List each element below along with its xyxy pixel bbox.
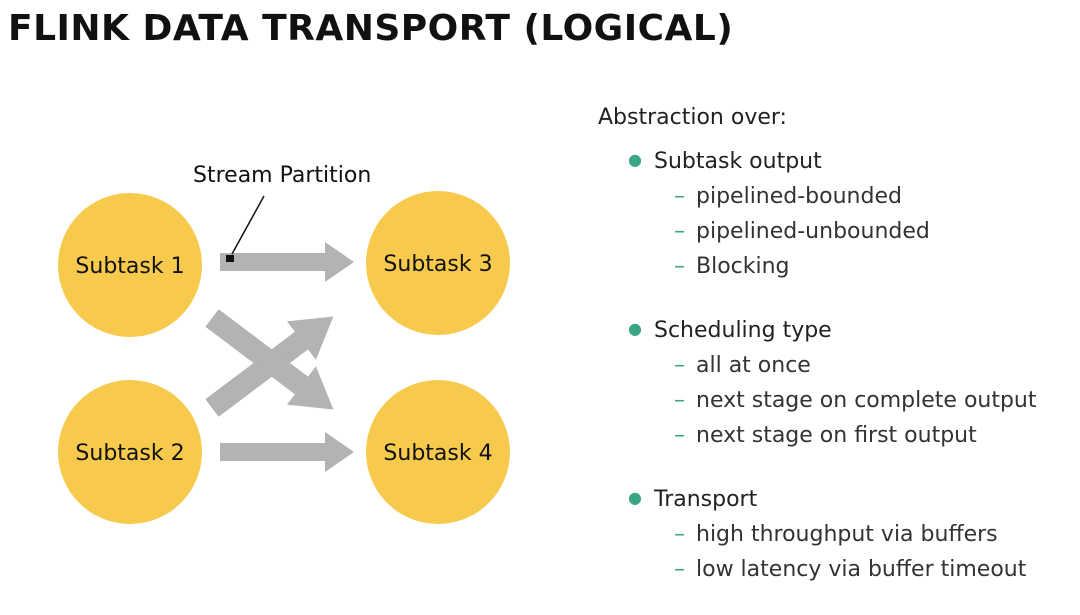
data-transport-diagram: Subtask 1 Subtask 2 Subtask 3 Subtask 4 …: [58, 163, 510, 524]
arrow-subtask2-to-subtask4: [220, 432, 354, 472]
node-subtask-1: Subtask 1: [58, 193, 202, 337]
node-subtask-2: Subtask 2: [58, 380, 202, 524]
list-item: –pipelined-bounded: [674, 179, 1076, 214]
dash-icon: –: [674, 388, 685, 413]
list-item-text: pipelined-unbounded: [696, 219, 930, 244]
section-title: Subtask output: [654, 149, 822, 174]
arrow-subtask1-to-subtask3: [220, 242, 354, 282]
node-label: Subtask 1: [75, 254, 184, 279]
list-item: –next stage on complete output: [674, 383, 1076, 418]
dash-icon: –: [674, 423, 685, 448]
abstraction-panel: Abstraction over: ●Subtask output –pipel…: [598, 103, 1076, 615]
list-item: –next stage on first output: [674, 418, 1076, 453]
list-item-text: next stage on first output: [696, 423, 977, 448]
dash-icon: –: [674, 557, 685, 582]
dash-icon: –: [674, 522, 685, 547]
node-subtask-4: Subtask 4: [366, 380, 510, 524]
node-label: Subtask 4: [383, 441, 492, 466]
section-subtask-output: ●Subtask output –pipelined-bounded –pipe…: [628, 143, 1076, 284]
section-scheduling-type: ●Scheduling type –all at once –next stag…: [628, 312, 1076, 453]
list-item: –high throughput via buffers: [674, 517, 1076, 552]
node-subtask-3: Subtask 3: [366, 191, 510, 335]
section-heading: ● Transport: [628, 481, 1076, 517]
list-item: –pipelined-unbounded: [674, 214, 1076, 249]
list-item-text: pipelined-bounded: [696, 184, 902, 209]
list-item: –low latency via buffer timeout: [674, 552, 1076, 587]
bullet-icon: ●: [628, 150, 642, 169]
dash-icon: –: [674, 254, 685, 279]
arrow-shape: [205, 309, 334, 410]
arrow-subtask1-to-subtask4: [205, 309, 334, 410]
bullet-icon: ●: [628, 488, 642, 507]
section-transport: ●Transport –high throughput via buffers …: [628, 481, 1076, 587]
dash-icon: –: [674, 219, 685, 244]
stream-partition-callout: Stream Partition: [193, 163, 371, 262]
section-heading: ● Subtask output: [628, 143, 1076, 179]
node-label: Subtask 3: [383, 252, 492, 277]
list-item-text: next stage on complete output: [696, 388, 1037, 413]
callout-label: Stream Partition: [193, 163, 371, 188]
list-item-text: all at once: [696, 353, 811, 378]
list-item-text: Blocking: [696, 254, 790, 279]
panel-heading: Abstraction over:: [598, 105, 787, 130]
section-heading: ● Scheduling type: [628, 312, 1076, 348]
list-item-text: low latency via buffer timeout: [696, 557, 1027, 582]
arrow-shape: [220, 242, 354, 282]
list-item-text: high throughput via buffers: [696, 522, 998, 547]
bullet-icon: ●: [628, 319, 642, 338]
list-item: –Blocking: [674, 249, 1076, 284]
section-title: Scheduling type: [654, 318, 832, 343]
arrow-shape: [220, 432, 354, 472]
list-item: –all at once: [674, 348, 1076, 383]
callout-pointer-dot: [226, 255, 234, 262]
node-label: Subtask 2: [75, 441, 184, 466]
section-title: Transport: [654, 487, 758, 512]
node-circle: [366, 380, 510, 524]
dash-icon: –: [674, 353, 685, 378]
dash-icon: –: [674, 184, 685, 209]
node-circle: [366, 191, 510, 335]
node-circle: [58, 380, 202, 524]
node-circle: [58, 193, 202, 337]
callout-pointer-line: [231, 195, 265, 255]
page-title: FLINK DATA TRANSPORT (LOGICAL): [8, 8, 734, 49]
